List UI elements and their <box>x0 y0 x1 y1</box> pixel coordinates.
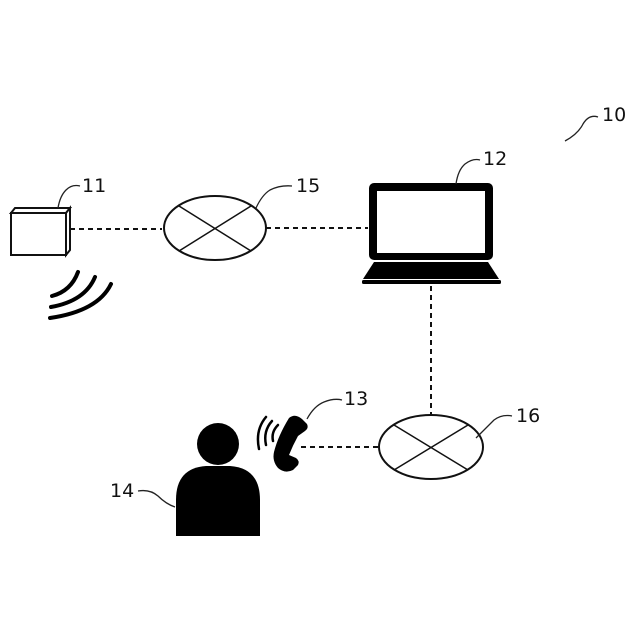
ref-10: 10 <box>565 104 626 141</box>
ref-label-16: 16 <box>516 405 540 427</box>
ref-16: 16 <box>476 405 540 438</box>
ref-label-14: 14 <box>110 480 134 502</box>
person-silhouette-icon <box>176 423 260 536</box>
ref-label-12: 12 <box>483 148 507 170</box>
laptop-icon <box>362 183 501 284</box>
ref-14: 14 <box>110 480 175 507</box>
network-hub-icon-15 <box>164 196 266 260</box>
ref-label-11: 11 <box>82 175 106 197</box>
ref-11: 11 <box>58 175 106 208</box>
ref-label-13: 13 <box>344 388 368 410</box>
box-device-icon <box>11 208 70 255</box>
ref-12: 12 <box>456 148 507 184</box>
network-hub-icon-16 <box>379 415 483 479</box>
ref-15: 15 <box>256 175 320 208</box>
ref-label-15: 15 <box>296 175 320 197</box>
ref-13: 13 <box>307 388 368 419</box>
ref-label-10: 10 <box>602 104 626 126</box>
phone-signal-icon <box>258 417 278 449</box>
wireless-signal-icon <box>50 272 111 318</box>
